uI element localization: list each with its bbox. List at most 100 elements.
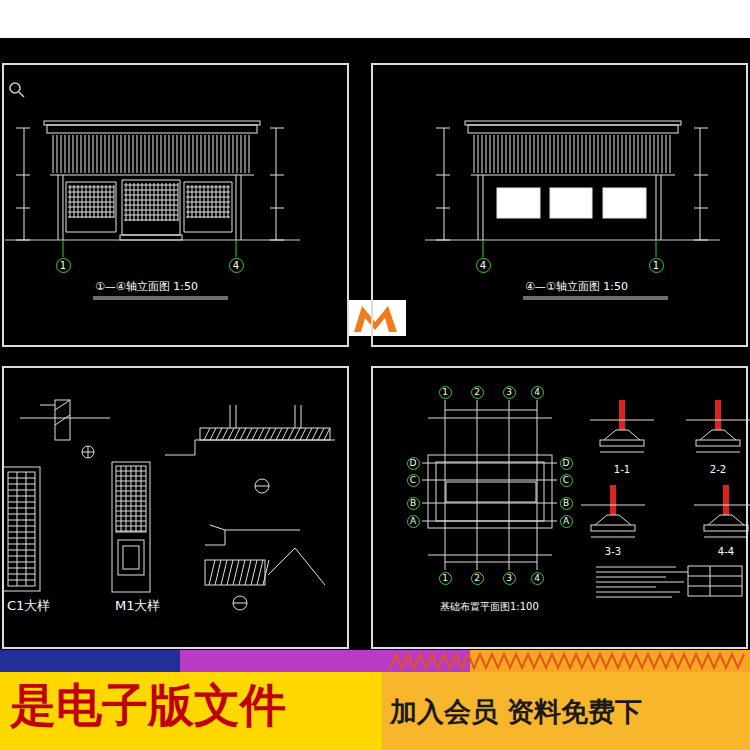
ground-line bbox=[694, 505, 750, 506]
window-lattice bbox=[186, 212, 230, 213]
column-line bbox=[656, 175, 657, 240]
roof-tile bbox=[169, 135, 170, 173]
window-lattice bbox=[68, 192, 114, 193]
column-section bbox=[619, 400, 625, 430]
title-underline bbox=[523, 297, 668, 298]
zoom-lens bbox=[10, 83, 20, 93]
detail-marker bbox=[233, 596, 247, 610]
hatch bbox=[240, 428, 246, 440]
axis-bubble: 1 bbox=[56, 258, 71, 273]
axis-bubble: 4 bbox=[476, 258, 491, 273]
roof-tile bbox=[189, 135, 190, 173]
window-lattice bbox=[186, 187, 230, 188]
wall-section bbox=[55, 400, 70, 440]
level-mark bbox=[16, 240, 30, 241]
roof-tile bbox=[65, 135, 66, 173]
hatch bbox=[306, 428, 312, 440]
window-lattice bbox=[184, 182, 185, 232]
drawing-panel: C1大样M1大样 bbox=[2, 366, 349, 649]
wall-footing bbox=[205, 560, 265, 585]
roof-tile bbox=[57, 135, 58, 173]
level-mark bbox=[270, 175, 284, 176]
drawing-panel: 基础布置平面图1:100 bbox=[371, 366, 748, 649]
lattice-bar bbox=[8, 478, 35, 479]
window-lattice bbox=[186, 207, 230, 208]
zigzag-ornament bbox=[390, 654, 744, 668]
lattice-bar bbox=[8, 538, 35, 539]
banner-slogan: 加入会员 资料免费下 bbox=[390, 696, 642, 728]
dimension-line bbox=[428, 555, 552, 556]
roof-tile bbox=[173, 135, 174, 173]
ground-line bbox=[5, 240, 300, 241]
roof-tile bbox=[610, 135, 611, 173]
level-mark bbox=[694, 128, 708, 129]
lattice-bar bbox=[136, 466, 137, 532]
lattice-bar bbox=[17, 472, 18, 586]
door-m1 bbox=[112, 462, 150, 592]
window-lattice bbox=[124, 210, 178, 211]
roof-tile bbox=[554, 135, 555, 173]
roof-tile bbox=[209, 135, 210, 173]
roof-tile bbox=[145, 135, 146, 173]
section-label: 1-1 bbox=[614, 464, 630, 476]
hatch bbox=[318, 428, 324, 440]
roof-tile bbox=[181, 135, 182, 173]
axis-bubble: 1 bbox=[649, 258, 664, 273]
axis-bubble: C bbox=[560, 474, 573, 487]
dimension-line bbox=[445, 410, 537, 411]
roof-tile bbox=[101, 135, 102, 173]
roof-tile bbox=[97, 135, 98, 173]
level-mark bbox=[694, 208, 708, 209]
roof-tile bbox=[149, 135, 150, 173]
dimension-line bbox=[600, 452, 644, 453]
roof-tile bbox=[630, 135, 631, 173]
roof-tile bbox=[225, 135, 226, 173]
hatch bbox=[239, 560, 245, 585]
detail-marker bbox=[255, 479, 269, 493]
roof-tile bbox=[546, 135, 547, 173]
dimension-line bbox=[696, 452, 740, 453]
roof-tile bbox=[93, 135, 94, 173]
roof-tile bbox=[614, 135, 615, 173]
roof-tile bbox=[237, 135, 238, 173]
hatch bbox=[300, 428, 306, 440]
lattice-bar bbox=[8, 502, 35, 503]
wall-line bbox=[295, 405, 296, 428]
roof-tile bbox=[482, 135, 483, 173]
window-lattice bbox=[8, 472, 35, 586]
roof-tile bbox=[177, 135, 178, 173]
lattice-bar bbox=[8, 520, 35, 521]
window-lattice bbox=[124, 215, 178, 216]
window-lattice bbox=[184, 232, 232, 233]
roof-tile bbox=[81, 135, 82, 173]
roof-tile bbox=[185, 135, 186, 173]
axis-line bbox=[236, 240, 237, 257]
roof-tile bbox=[53, 135, 54, 173]
axis-bubble: 1 bbox=[439, 572, 452, 585]
window-lattice bbox=[186, 217, 230, 218]
title-underline bbox=[523, 299, 668, 300]
roof-tile bbox=[638, 135, 639, 173]
column-section bbox=[610, 485, 616, 515]
roof-tile bbox=[518, 135, 519, 173]
level-mark bbox=[16, 175, 30, 176]
roof-tile bbox=[117, 135, 118, 173]
roof-tile bbox=[205, 135, 206, 173]
rear-elevation bbox=[425, 121, 720, 240]
front-elevation bbox=[5, 121, 300, 240]
drawing-panel: ①—④轴立面图 1:50 bbox=[2, 63, 349, 347]
roof-tile bbox=[574, 135, 575, 173]
section-label: 4-4 bbox=[718, 546, 734, 558]
door-panel bbox=[123, 546, 139, 569]
level-mark bbox=[436, 208, 450, 209]
axis-line bbox=[483, 240, 484, 257]
hatch bbox=[324, 428, 330, 440]
roof-tile bbox=[598, 135, 599, 173]
roof-tile bbox=[558, 135, 559, 173]
leader bbox=[210, 525, 225, 530]
detail-title: C1大样 bbox=[7, 598, 50, 614]
axis-bubble: 1 bbox=[439, 386, 452, 399]
window-lattice bbox=[68, 202, 114, 203]
roof-tile bbox=[165, 135, 166, 173]
hatch bbox=[270, 428, 276, 440]
